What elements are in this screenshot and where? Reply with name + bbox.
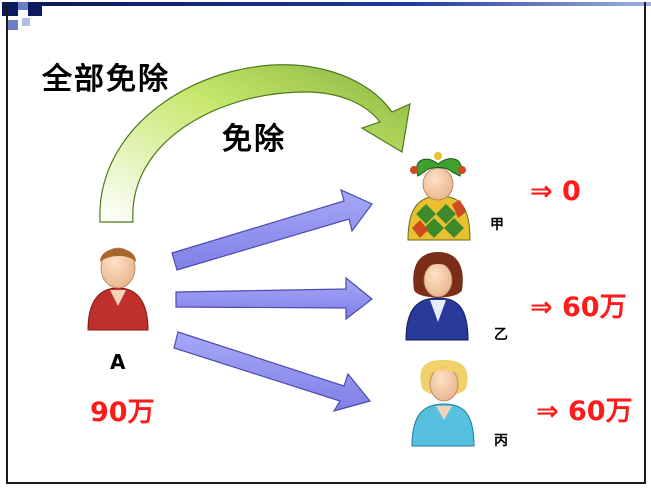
arrow-to-kou [171, 188, 373, 271]
slide-frame [6, 2, 646, 484]
person-a-icon [87, 247, 149, 331]
corner-square-3 [28, 2, 42, 16]
person-otsu-icon [405, 252, 469, 341]
person-hei-icon [411, 360, 475, 447]
debtor-name: A [110, 350, 126, 374]
person-kou-icon [407, 152, 471, 241]
corner-square-2 [18, 2, 28, 10]
person-otsu-result: ⇒ 60万 [530, 292, 627, 323]
person-hei-name: 丙 [494, 433, 508, 449]
title-bar [42, 2, 651, 6]
person-otsu-name: 乙 [494, 327, 508, 343]
arrow-to-otsu [175, 276, 373, 321]
slide-title: 全部免除 [42, 62, 170, 97]
exemption-arc-arrow [99, 64, 411, 223]
person-hei-result: ⇒ 60万 [536, 396, 633, 427]
corner-square-4 [8, 20, 18, 30]
arrow-to-hei [173, 331, 372, 412]
person-kou-result: ⇒ 0 [530, 176, 581, 207]
debtor-amount: 90万 [90, 397, 155, 428]
corner-square-5 [22, 18, 30, 26]
arc-label: 免除 [222, 122, 286, 157]
person-kou-name: 甲 [490, 217, 504, 233]
